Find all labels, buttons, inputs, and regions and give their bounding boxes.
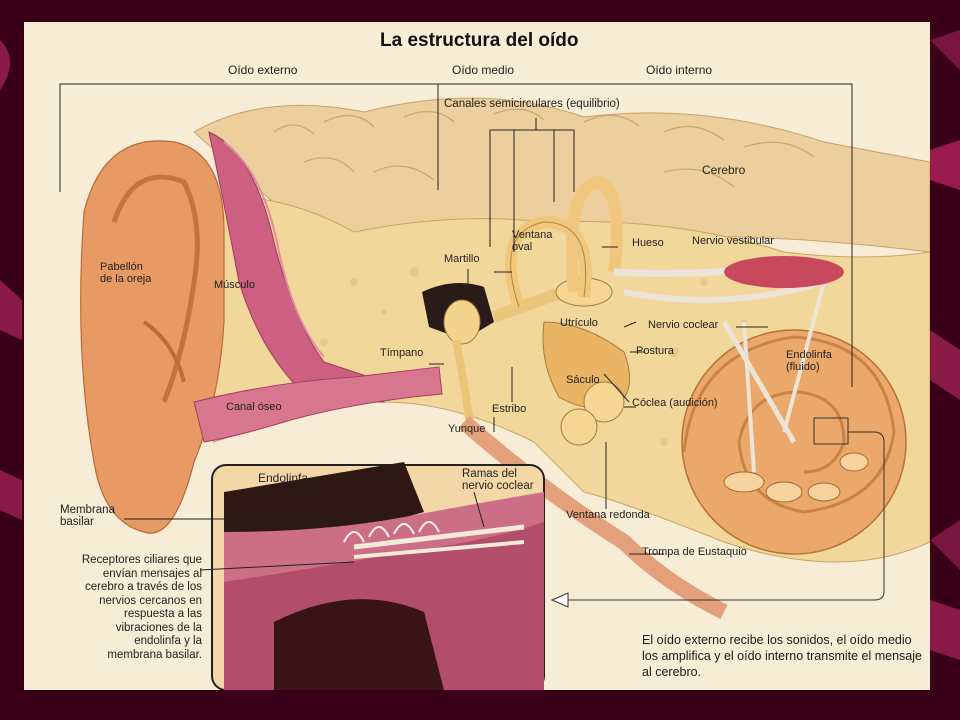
ear-diagram-page: La estructura del oído Oído externo Oído… [24, 22, 930, 690]
label-inset-endolymph: Endolinfa [258, 471, 309, 485]
diagram-title: La estructura del oído [380, 30, 579, 51]
label-bony-canal: Canal óseo [226, 401, 282, 413]
ear-anatomy-illustration [59, 83, 930, 690]
label-basilar-membrane: Membrana basilar [60, 504, 115, 529]
label-muscle: Músculo [214, 279, 255, 291]
label-utricle: Utrículo [560, 317, 598, 329]
label-bone: Hueso [632, 237, 664, 249]
label-brain: Cerebro [702, 163, 746, 177]
label-outer-ear: Oído externo [228, 63, 298, 77]
label-incus: Yunque [448, 423, 486, 435]
label-middle-ear: Oído medio [452, 63, 515, 77]
label-cochlea: Cóclea (audición) [632, 397, 718, 409]
label-posture: Postura [636, 345, 674, 357]
label-pinna: Pabellón de la oreja [100, 261, 152, 285]
label-stapes: Estribo [492, 403, 527, 415]
label-round-window: Ventana redonda [566, 509, 650, 521]
label-saccule: Sáculo [566, 374, 600, 386]
label-endolymph-fluid: Endolinfa (fluido) [786, 349, 832, 373]
label-eustachian-tube: Trompa de Eustaquio [642, 546, 747, 558]
label-cochlear-nerve: Nervio coclear [648, 319, 719, 331]
label-semicircular-canals: Canales semicirculares (equilibrio) [444, 98, 620, 110]
label-vestibular-nerve: Nervio vestibular [692, 235, 774, 247]
label-oval-window: Ventana oval [512, 229, 553, 253]
label-inner-ear: Oído interno [646, 63, 713, 77]
label-cochlear-nerve-branches: Ramas del nervio coclear [462, 468, 534, 493]
label-eardrum: Tímpano [380, 347, 424, 359]
diagram-caption: El oído externo recibe los sonidos, el o… [642, 633, 922, 679]
label-hair-receptors: Receptores ciliares que envían mensajes … [81, 554, 202, 661]
label-malleus: Martillo [444, 253, 480, 265]
